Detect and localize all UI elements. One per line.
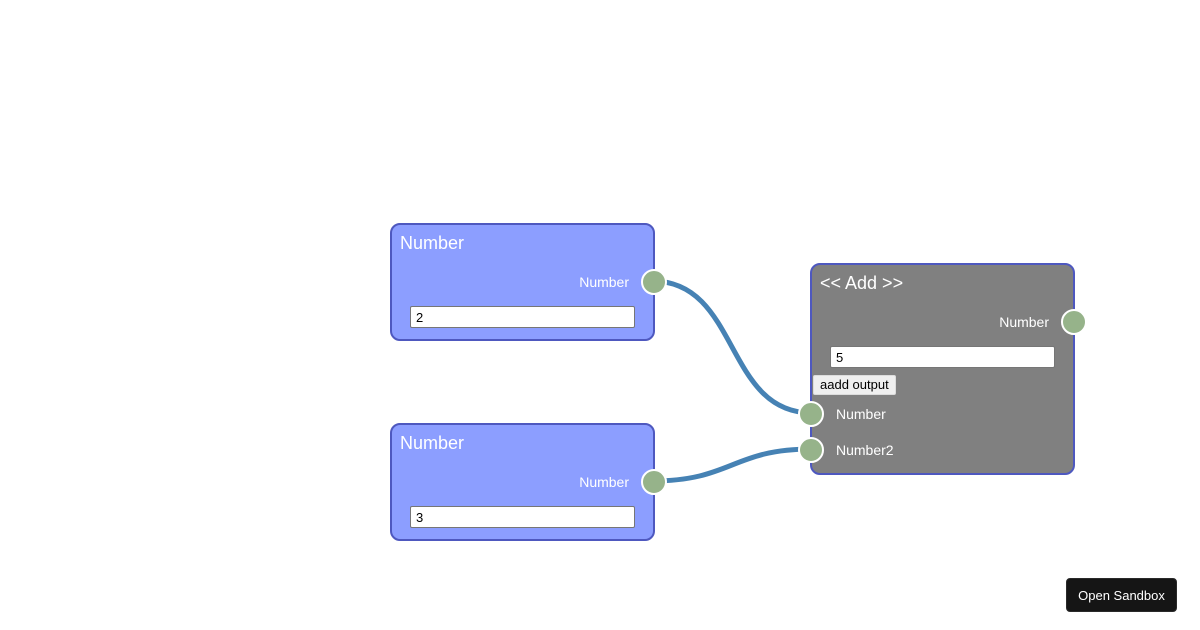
output-row: Number (999, 309, 1087, 335)
number-node-2[interactable]: Number Number (390, 423, 667, 541)
number-value-input[interactable] (410, 506, 635, 528)
node-title: Number (400, 433, 465, 453)
output-socket-icon[interactable] (641, 469, 667, 495)
connection-number2-to-add-input2[interactable] (651, 446, 813, 484)
number-node-1[interactable]: Number Number (390, 223, 667, 341)
output-label: Number (579, 274, 629, 290)
number-value-input[interactable] (410, 306, 635, 328)
add-output-button[interactable]: aadd output (813, 375, 896, 395)
add-node[interactable]: << Add >> Number aadd output Number Numb… (798, 263, 1087, 475)
output-row: Number (579, 269, 667, 295)
output-socket-icon[interactable] (641, 269, 667, 295)
input-label: Number2 (836, 442, 894, 458)
input-socket-icon[interactable] (798, 401, 824, 427)
input-socket-icon[interactable] (798, 437, 824, 463)
node-title: Number (400, 233, 465, 253)
sum-value-input[interactable] (830, 346, 1055, 368)
input-label: Number (836, 406, 886, 422)
output-row: Number (579, 469, 667, 495)
output-socket-icon[interactable] (1061, 309, 1087, 335)
output-label: Number (579, 474, 629, 490)
input-row-1: Number (798, 401, 886, 427)
output-label: Number (999, 314, 1049, 330)
open-sandbox-button[interactable]: Open Sandbox (1066, 578, 1177, 612)
node-title: << Add >> (820, 273, 904, 293)
connection-number1-to-add-input1[interactable] (651, 278, 813, 416)
input-row-2: Number2 (798, 437, 894, 463)
